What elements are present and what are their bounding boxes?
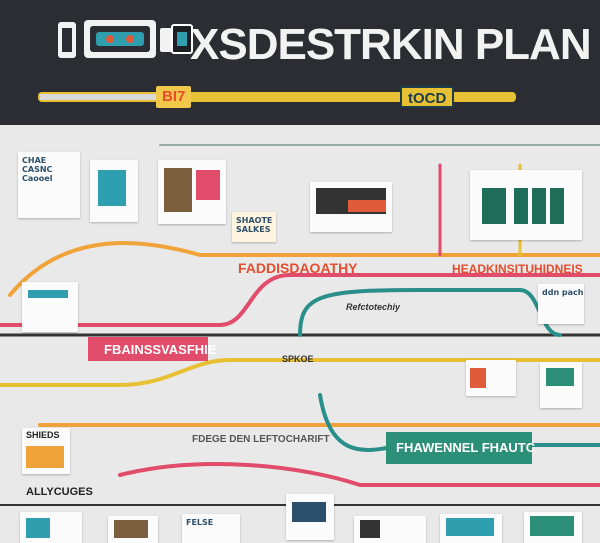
pipe-red-low — [118, 462, 600, 487]
card-bottom-4 — [286, 494, 334, 540]
label-spkoe: SPKOE — [282, 354, 314, 364]
card-bottom-1 — [20, 512, 82, 543]
card-top-left: CHAE CASNC Caooel — [18, 152, 80, 218]
card-right-low — [466, 360, 516, 396]
card-top-left-text: CHAE CASNC Caooel — [22, 156, 53, 183]
card-bottom-3: FELSE — [182, 514, 240, 543]
card-left-low — [22, 428, 70, 474]
timeline-tag-right: tOCD — [400, 86, 455, 108]
card-chart — [22, 282, 78, 332]
label-fhawennel: FHAWENNEL FHAUTC — [396, 440, 536, 455]
card-panel — [470, 170, 582, 240]
label-paddlepath: FADDISDAOATHY — [238, 260, 358, 276]
card-right-corner — [540, 362, 582, 408]
label-rectotech: Refctotechiy — [346, 302, 401, 312]
card-doc-2 — [158, 160, 226, 224]
card-doc-1 — [90, 160, 138, 222]
card-bottom-2 — [108, 516, 158, 543]
cassette-icon — [58, 20, 174, 58]
card-right-mid: ddn pach — [538, 284, 584, 324]
pipe-yellow — [0, 358, 600, 387]
pipe-red — [0, 273, 600, 327]
card-bottom-7 — [524, 512, 582, 543]
card-note: SHAOTE SALKES — [232, 212, 276, 242]
pipe-orange — [8, 241, 600, 297]
card-note-text: SHAOTE SALKES — [236, 216, 273, 234]
card-bottom-3-text: FELSE — [186, 518, 214, 527]
label-flowway: FDEGE DEN LEFTOCHARIFT — [192, 434, 330, 445]
page-title: XSDESTRKIN PLAN — [190, 20, 592, 69]
pipe-teal — [298, 288, 562, 337]
card-bottom-5 — [354, 516, 426, 543]
header-banner: XSDESTRKIN PLAN BI7 tOCD — [0, 0, 600, 125]
label-fbains: FBAINSSVASFHIE — [104, 342, 217, 357]
card-monitor — [310, 182, 392, 232]
label-box-red — [88, 337, 208, 361]
label-allycuges: ALLYCUGES — [26, 486, 93, 498]
timeline-bar — [38, 92, 516, 102]
chip-icon — [171, 24, 193, 54]
timeline-bar-segment — [40, 94, 158, 100]
card-right-mid-text: ddn pach — [542, 288, 584, 297]
label-headkin: HEADKINSITUHIDNEIS — [452, 262, 583, 276]
timeline-tag-left: BI7 — [156, 86, 192, 108]
pipeline-diagram — [0, 144, 600, 506]
label-box-green — [386, 432, 532, 464]
card-bottom-6 — [440, 514, 502, 543]
label-shieds: SHIEDS — [26, 430, 60, 440]
